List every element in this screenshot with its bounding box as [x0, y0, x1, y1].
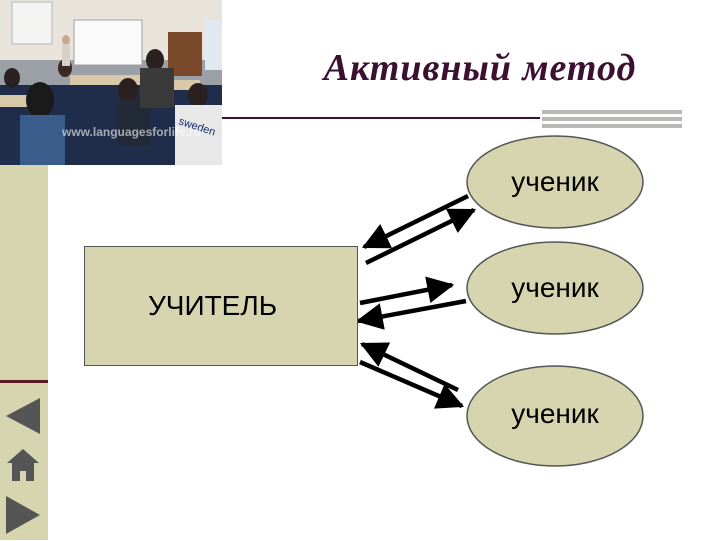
arrow-right-icon — [6, 496, 40, 534]
arrow-student1-to-teacher — [361, 193, 469, 250]
student-node-3 — [466, 365, 644, 467]
title-rule-block-middle — [542, 117, 682, 121]
home-button[interactable] — [4, 446, 42, 489]
student-label-2: ученик — [511, 272, 599, 303]
title-rule-block-top — [542, 110, 682, 114]
slide-title: Активный метод — [323, 47, 637, 89]
photo-watermark: www.languagesforlife.ru — [61, 125, 201, 139]
teacher-box — [84, 246, 358, 366]
arrow-student3-to-teacher — [359, 341, 459, 393]
teacher-label: УЧИТЕЛЬ — [148, 290, 278, 321]
student-label-1: ученик — [511, 166, 599, 197]
title-underline — [222, 117, 540, 119]
classroom-photo: sweden www.languagesforlife.ru — [0, 0, 222, 165]
previous-slide-button[interactable] — [4, 396, 42, 441]
next-slide-button[interactable] — [4, 494, 42, 541]
arrow-teacher-to-student3 — [359, 359, 465, 409]
arrow-student2-to-teacher — [355, 298, 467, 330]
title-rule-block-bottom — [542, 124, 682, 128]
student-node-1 — [466, 135, 644, 229]
student-node-2 — [466, 241, 644, 335]
arrow-left-icon — [6, 398, 40, 434]
side-panel-divider — [0, 380, 48, 383]
home-icon — [7, 449, 39, 481]
student-label-3: ученик — [511, 398, 599, 429]
arrow-teacher-to-student1 — [365, 207, 477, 266]
arrow-teacher-to-student2 — [359, 276, 455, 306]
